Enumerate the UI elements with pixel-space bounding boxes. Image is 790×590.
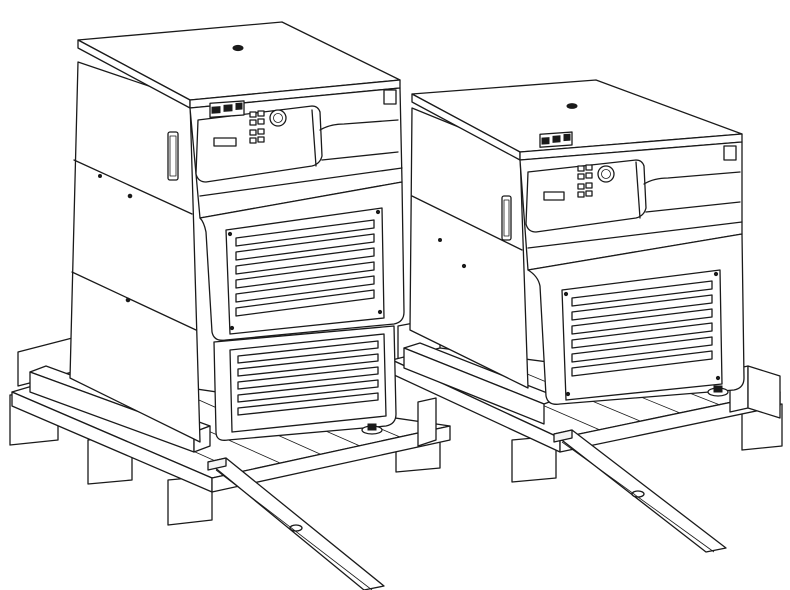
short-centrifuge-button — [577, 183, 585, 190]
short-centrifuge-side-seam — [411, 195, 523, 251]
tall-centrifuge-button — [249, 129, 257, 136]
short-centrifuge-knob-inner — [601, 169, 611, 179]
tall-centrifuge-lower-display — [213, 137, 237, 147]
tall-centrifuge-button — [257, 128, 265, 135]
short-centrifuge-lower-display — [543, 191, 565, 201]
short-centrifuge-latch — [723, 145, 737, 161]
short-centrifuge-louvers — [571, 280, 713, 377]
tall-centrifuge-lid-knob — [232, 44, 244, 52]
short-centrifuge-button — [577, 173, 585, 180]
left-pallet-deck-edge-right — [211, 425, 451, 493]
tall-centrifuge-display-digit — [211, 106, 221, 114]
tall-centrifuge-upper-louvers — [235, 219, 375, 317]
short-centrifuge-vent-screw — [563, 291, 569, 297]
short-centrifuge-button — [577, 165, 585, 172]
short-centrifuge-side-handle-inner — [503, 199, 510, 237]
tall-centrifuge-button — [249, 111, 257, 118]
short-centrifuge-side-handle — [501, 195, 512, 241]
tall-centrifuge-side-screw — [125, 297, 131, 303]
tall-centrifuge-shoulder-line — [321, 151, 399, 161]
right-ramp-edge-line — [561, 441, 715, 553]
tall-centrifuge — [69, 21, 405, 443]
tall-centrifuge-button — [249, 137, 257, 144]
tall-centrifuge-side-seam — [73, 159, 193, 215]
left-ramp — [207, 457, 385, 590]
tall-centrifuge-knob-icon — [269, 109, 287, 127]
tall-centrifuge-latch — [383, 89, 397, 105]
short-centrifuge-button — [585, 164, 593, 171]
short-centrifuge-button — [585, 182, 593, 189]
right-ramp — [553, 429, 727, 553]
short-centrifuge-band-seam — [527, 221, 743, 249]
tall-centrifuge-side-screw — [98, 174, 102, 178]
short-centrifuge-side-screw — [461, 263, 467, 269]
short-centrifuge-shoulder-line — [645, 201, 741, 213]
tall-centrifuge-side-screw — [127, 193, 133, 199]
tall-centrifuge-side-handle — [167, 131, 179, 181]
tall-centrifuge-control-panel — [195, 105, 323, 183]
right-pallet-right-block-side — [747, 365, 781, 419]
tall-centrifuge-button — [249, 119, 257, 126]
left-ramp-plank — [207, 457, 385, 590]
tall-centrifuge-panel-edge — [311, 109, 317, 167]
tall-centrifuge-vent-screw — [227, 231, 233, 237]
tall-centrifuge-shoulder-line — [319, 119, 399, 131]
tall-centrifuge-lower-louvers — [237, 340, 379, 416]
short-centrifuge-knob-icon — [597, 165, 615, 183]
short-centrifuge-display-digit — [563, 133, 571, 142]
short-centrifuge-vent-screw — [713, 271, 719, 277]
short-centrifuge-button — [585, 190, 593, 197]
tall-centrifuge-vent-screw — [229, 325, 235, 331]
short-centrifuge-foot-post — [713, 385, 723, 393]
right-pallet — [391, 317, 783, 483]
short-centrifuge-side-screw — [438, 238, 442, 242]
tall-centrifuge-button — [257, 110, 265, 117]
short-centrifuge-display-digit — [552, 135, 561, 143]
tall-centrifuge-side-wall — [69, 61, 201, 443]
tall-centrifuge-side-handle-inner — [169, 135, 177, 177]
tall-centrifuge-display-digit — [235, 102, 243, 111]
tall-centrifuge-knob-inner — [273, 113, 283, 123]
short-centrifuge-button — [577, 191, 585, 198]
short-centrifuge-shoulder-line — [643, 171, 741, 185]
short-centrifuge-display-digit — [541, 137, 550, 145]
tall-centrifuge-band-seam — [199, 167, 403, 197]
right-ramp-top-edge — [553, 429, 573, 443]
right-pallet-front-block-side — [403, 347, 545, 425]
tall-centrifuge-side-seam — [71, 271, 197, 331]
short-centrifuge-button — [585, 172, 593, 179]
short-centrifuge — [409, 79, 745, 405]
short-centrifuge-vent-screw — [715, 375, 721, 381]
tall-centrifuge-vent-screw — [377, 309, 383, 315]
short-centrifuge-panel-edge — [635, 161, 641, 219]
tall-centrifuge-foot-post — [367, 423, 377, 431]
tall-centrifuge-vent-screw — [375, 209, 381, 215]
tall-centrifuge-display-digit — [223, 104, 233, 112]
tall-centrifuge-button — [257, 118, 265, 125]
left-ramp-top-edge — [207, 457, 227, 471]
tall-centrifuge-button — [257, 136, 265, 143]
short-centrifuge-lid-knob — [566, 103, 578, 109]
left-pallet-right-block — [417, 397, 437, 447]
short-centrifuge-vent-screw — [565, 391, 571, 397]
left-ramp-edge-line — [215, 469, 373, 590]
